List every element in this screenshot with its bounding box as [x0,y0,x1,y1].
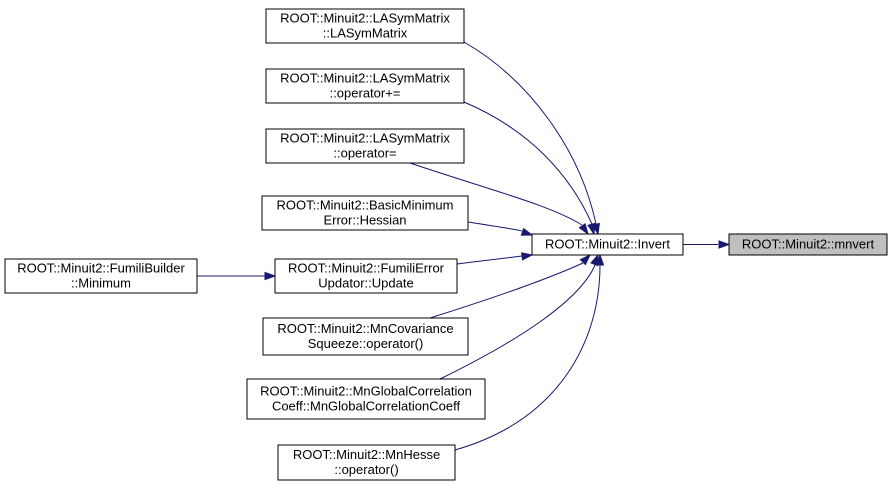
node-label-line: ROOT::Minuit2::FumiliBuilder [17,261,185,276]
node-label-line: ROOT::Minuit2::MnHesse [293,447,440,462]
arrowhead-mncov_squeeze-to-invert [579,253,592,266]
arrowhead-lasym_eq-to-invert [578,222,589,236]
edge-lasym_pluseq-to-invert [463,101,593,225]
node-box [4,258,198,294]
edge-mnhesse-to-invert [454,264,601,451]
node-box [531,233,684,256]
edge-fumili_updator-to-invert [456,255,523,265]
node-label-line: ROOT::Minuit2::LASymMatrix [280,131,450,146]
node-label-line: ROOT::Minuit2::MnGlobalCorrelation [260,384,472,399]
edge-lasym_eq-to-invert [409,162,583,226]
arrowhead-lasym_pluseq-to-invert [587,222,596,236]
node-label-line: ::operator+= [330,86,401,101]
node-label-line: ROOT::Minuit2::Invert [545,237,670,252]
edge-mnglobal-to-invert [439,264,596,380]
arrowhead-mnhesse-to-invert [595,253,605,266]
node-label-line: ::operator() [334,462,398,477]
node-box [265,128,465,164]
arrowhead-fumili_builder-to-fumili_updator [264,271,277,281]
node-label-line: ROOT::Minuit2::BasicMinimum [277,198,454,213]
node-mncov_squeeze[interactable]: ROOT::Minuit2::MnCovarianceSqueeze::oper… [262,317,469,356]
arrowhead-bme_hessian-to-invert [520,227,534,236]
node-fumili_updator[interactable]: ROOT::Minuit2::FumiliErrorUpdator::Updat… [274,258,458,294]
node-mnvert[interactable]: ROOT::Minuit2::mnvert [728,233,888,256]
node-label-line: ::Minimum [71,276,131,291]
node-box [265,8,465,44]
node-label-line: ROOT::Minuit2::MnCovariance [277,321,453,336]
node-fumili_builder[interactable]: ROOT::Minuit2::FumiliBuilder::Minimum [4,258,198,294]
node-box [246,378,486,420]
node-lasym_ctor[interactable]: ROOT::Minuit2::LASymMatrix::LASymMatrix [265,8,465,44]
edge-lasym_ctor-to-invert [463,41,597,225]
edge-mncov_squeeze-to-invert [429,262,584,319]
node-mnhesse[interactable]: ROOT::Minuit2::MnHesse::operator() [277,444,456,481]
node-box [265,68,465,104]
edge-bme_hessian-to-invert [467,221,523,232]
node-box [277,444,456,481]
node-box [728,233,888,256]
arrowhead-invert-to-mnvert [718,240,731,249]
edges-layer [197,41,731,451]
node-label-line: ROOT::Minuit2::LASymMatrix [280,71,450,86]
node-label-line: ROOT::Minuit2::LASymMatrix [280,11,450,26]
node-label-line: ::operator= [333,146,396,161]
node-label-line: ROOT::Minuit2::FumiliError [288,261,445,276]
node-lasym_pluseq[interactable]: ROOT::Minuit2::LASymMatrix::operator+= [265,68,465,104]
node-bme_hessian[interactable]: ROOT::Minuit2::BasicMinimumError::Hessia… [261,195,469,231]
node-mnglobal[interactable]: ROOT::Minuit2::MnGlobalCorrelationCoeff:… [246,378,486,420]
node-box [262,317,469,356]
node-box [261,195,469,231]
node-label-line: Updator::Update [318,276,413,291]
node-label-line: Squeeze::operator() [308,336,424,351]
node-invert[interactable]: ROOT::Minuit2::Invert [531,233,684,256]
node-lasym_eq[interactable]: ROOT::Minuit2::LASymMatrix::operator= [265,128,465,164]
arrowhead-fumili_updator-to-invert [521,252,534,261]
node-label-line: ::LASymMatrix [323,26,408,41]
node-box [274,258,458,294]
node-label-line: ROOT::Minuit2::mnvert [742,237,875,252]
node-label-line: Coeff::MnGlobalCorrelationCoeff [272,399,461,414]
node-label-line: Error::Hessian [323,213,406,228]
nodes-layer: ROOT::Minuit2::LASymMatrix::LASymMatrixR… [4,8,888,481]
